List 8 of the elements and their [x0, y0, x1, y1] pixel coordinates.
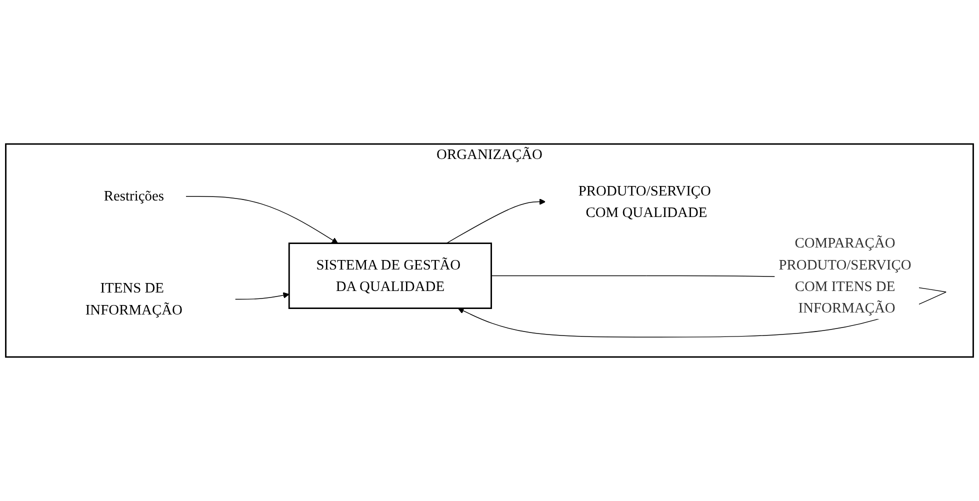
arrow [446, 198, 546, 244]
node-text: ITENS DE INFORMAÇÃO [85, 280, 182, 318]
arrow [185, 196, 338, 244]
node-text: PRODUTO/SERVIÇO COM QUALIDADE [578, 182, 711, 221]
node-text: Restrições [104, 188, 164, 204]
edge-label: COMPARAÇÃO PRODUTO/SERVIÇO COM ITENS DE INFORMAÇÃO [778, 235, 912, 316]
arrow [234, 292, 290, 300]
node-box: SISTEMA DE GESTÃO DA QUALIDADE [288, 242, 492, 309]
